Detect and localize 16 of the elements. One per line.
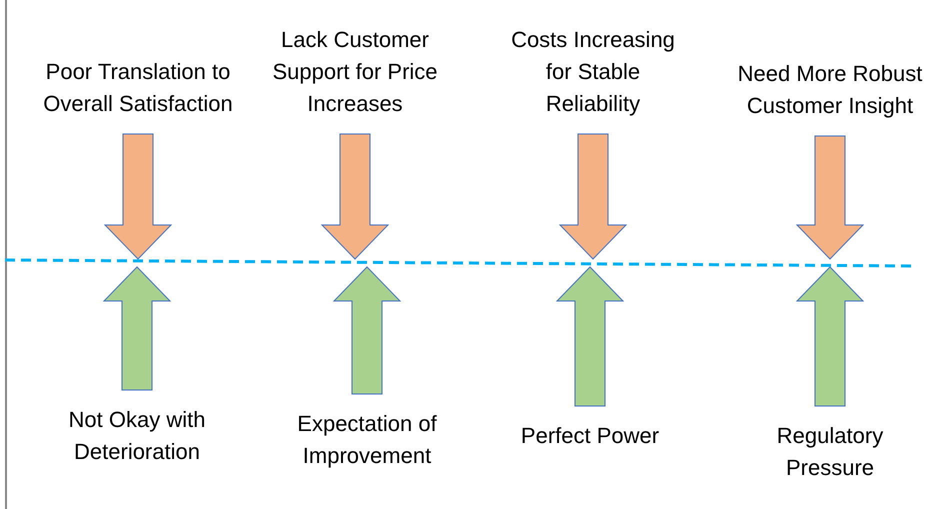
force-label: Regulatory Pressure [735, 420, 925, 490]
force-label: Expectation of Improvement [272, 408, 462, 478]
force-label: Costs Increasing for Stable Reliability [498, 12, 688, 120]
block-arrow [796, 136, 864, 260]
force-label: Lack Customer Support for Price Increases [260, 10, 450, 120]
force-label: Poor Translation to Overall Satisfaction [43, 10, 233, 120]
block-arrow [558, 134, 628, 260]
block-arrow [332, 266, 402, 394]
force-label: Not Okay with Deterioration [42, 404, 232, 474]
block-arrow [796, 266, 864, 406]
force-label: Need More Robust Customer Insight [735, 12, 925, 122]
block-arrow [556, 266, 624, 406]
block-arrow [320, 134, 390, 260]
force-label: Perfect Power [495, 420, 685, 460]
block-arrow [104, 134, 172, 260]
block-arrow [102, 266, 172, 390]
